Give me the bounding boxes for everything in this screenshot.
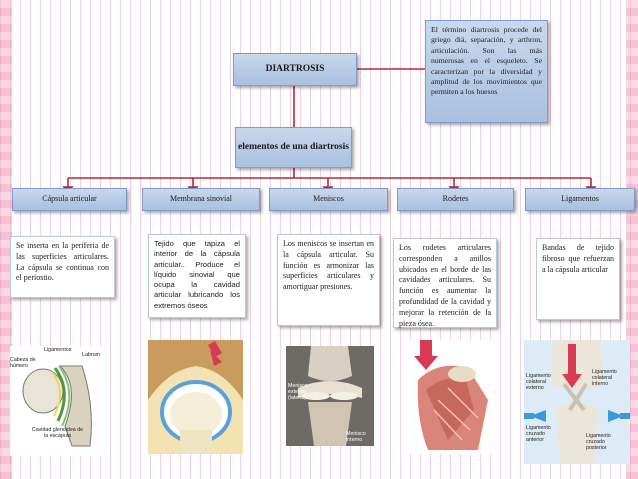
meniscus-illustration: Menisco externo (lateral) Menisco intern…	[286, 346, 374, 446]
synovial-illustration-drawing	[148, 340, 243, 454]
desc-text: Se inserta en la periferia de las superf…	[16, 241, 109, 283]
label-menisco-interno: Menisco interno	[346, 431, 366, 443]
left-ribbon-decoration	[0, 0, 12, 479]
category-capsula-articular: Cápsula articular	[12, 188, 127, 211]
desc-ligamentos: Bandas de tejido fibroso que refuerzan a…	[536, 238, 620, 320]
desc-rodetes: Los rodetes articulares corresponden a a…	[393, 238, 497, 328]
category-label: Cápsula articular	[42, 194, 97, 204]
label-menisco-externo: Menisco externo (lateral)	[288, 383, 308, 401]
label-cruzado-anterior: Ligamento cruzado anterior	[526, 425, 551, 443]
capsule-illustration-drawing	[22, 365, 92, 447]
label-labrum: Labrum	[82, 352, 100, 358]
ligaments-illustration: Ligamento colateral externo Ligamento co…	[524, 340, 630, 464]
label-cruzado-posterior: Ligamento cruzado posterior	[586, 433, 611, 451]
rodetes-illustration	[408, 340, 496, 454]
desc-meniscos: Los meniscos se insertan en la cápsula a…	[277, 234, 380, 326]
category-membrana-sinovial: Membrana sinovial	[142, 188, 260, 211]
capsule-illustration: Ligamentos Labrum Cabeza de húmero Cavid…	[10, 346, 110, 456]
definition-box: El término diartrosis procede del griego…	[425, 20, 548, 123]
desc-text: Los rodetes articulares corresponden a a…	[399, 243, 491, 328]
meniscus-illustration-drawing	[286, 346, 374, 446]
category-label: Meniscos	[313, 194, 344, 204]
category-rodetes: Rodetes	[397, 188, 514, 211]
desc-capsula-articular: Se inserta en la periferia de las superf…	[10, 236, 115, 298]
label-cavidad-glenoidea: Cavidad glenoidea de la escápula	[31, 427, 84, 439]
diagram-title: DIARTROSIS	[265, 64, 325, 75]
category-meniscos: Meniscos	[269, 188, 388, 211]
label-colateral-externo: Ligamento colateral externo	[526, 373, 551, 391]
category-label: Ligamentos	[561, 194, 599, 204]
rodetes-illustration-drawing	[408, 340, 496, 454]
title-box: DIARTROSIS	[233, 53, 357, 86]
category-label: Membrana sinovial	[170, 194, 232, 204]
desc-membrana-sinovial: Tejido que tapiza el interior de la cáps…	[148, 234, 246, 318]
desc-text: Los meniscos se insertan en la cápsula a…	[283, 239, 374, 292]
label-colateral-interno: Ligamento colateral interno	[592, 369, 617, 387]
category-label: Rodetes	[442, 194, 469, 204]
ligaments-illustration-drawing	[524, 340, 630, 464]
subtitle-text: elementos de una diartrosis	[238, 142, 349, 153]
subtitle-box: elementos de una diartrosis	[235, 127, 352, 168]
synovial-illustration	[148, 340, 243, 454]
desc-text: Tejido que tapiza el interior de la cáps…	[154, 239, 240, 310]
label-cabeza-humero: Cabeza de húmero	[10, 357, 36, 369]
definition-text: El término diartrosis procede del griego…	[431, 25, 542, 97]
desc-text: Bandas de tejido fibroso que refuerzan a…	[542, 243, 614, 274]
category-ligamentos: Ligamentos	[525, 188, 635, 211]
label-ligamentos: Ligamentos	[44, 347, 72, 353]
